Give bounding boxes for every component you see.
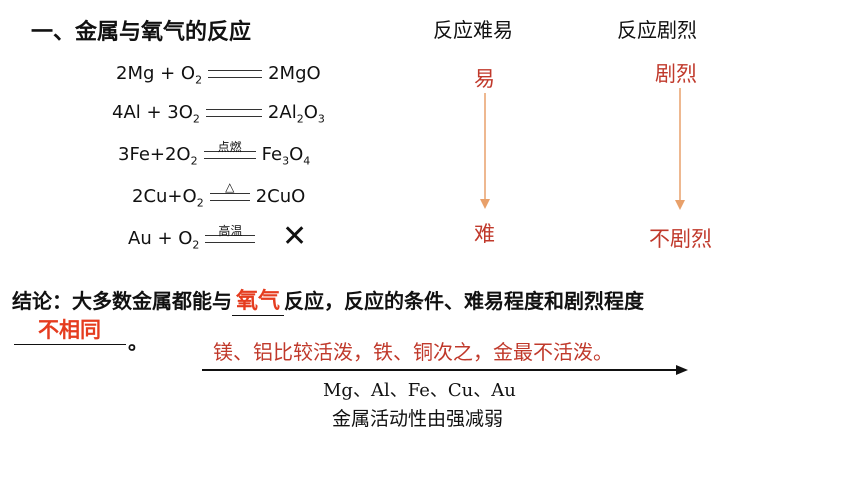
section-title: 一、金属与氧气的反应 — [31, 20, 252, 45]
reaction-mg: 2Mg + O2 2MgO — [116, 63, 321, 87]
metal-series: Mg、Al、Fe、Cu、Au — [323, 380, 516, 401]
answer-oxygen: 氧气 — [236, 289, 281, 314]
right-arrow-icon — [202, 365, 688, 375]
activity-trend: 金属活动性由强减弱 — [332, 408, 504, 430]
intensity-mild: 不剧烈 — [649, 227, 712, 251]
reaction-au: Au + O2 高温 — [128, 224, 261, 252]
condition-high-temp: 高温 — [218, 224, 243, 238]
products: Fe3O4 — [261, 144, 311, 168]
reaction-al: 4Al + 3O2 2Al2O3 — [112, 102, 325, 126]
conclusion-suffix: 。 — [128, 330, 148, 354]
reactants: 3Fe+2O2 — [118, 144, 198, 168]
reactants: 2Cu+O2 — [132, 186, 204, 210]
reactants: Au + O2 — [128, 228, 200, 252]
answer-blank-2 — [14, 344, 126, 345]
intensity-violent: 剧烈 — [655, 62, 697, 86]
condition-heat: △ — [225, 180, 235, 194]
conclusion-line: 结论：大多数金属都能与氧气反应，反应的条件、难易程度和剧烈程度 — [12, 283, 644, 316]
condition-ignite: 点燃 — [217, 140, 242, 154]
header-intensity: 反应剧烈 — [617, 18, 697, 42]
equals-sign: 高温 — [205, 224, 256, 243]
answer-different: 不相同 — [38, 318, 101, 342]
reactants: 4Al + 3O2 — [112, 102, 200, 126]
reactants: 2Mg + O2 — [116, 63, 203, 87]
conclusion-middle: 反应，反应的条件、难易程度和剧烈程度 — [284, 289, 645, 313]
answer-blank-1: 氧气 — [232, 283, 285, 316]
activity-summary: 镁、铝比较活泼，铁、铜次之，金最不活泼。 — [213, 340, 613, 364]
products: 2MgO — [268, 63, 321, 84]
header-difficulty: 反应难易 — [433, 18, 513, 42]
products: 2CuO — [255, 186, 306, 207]
conclusion-prefix: 结论：大多数金属都能与 — [12, 289, 232, 313]
no-reaction-cross-icon: ✕ — [282, 219, 308, 254]
equals-sign: △ — [209, 180, 250, 201]
equals-sign — [205, 109, 262, 117]
equals-sign: 点燃 — [203, 140, 256, 159]
reaction-cu: 2Cu+O2 △ 2CuO — [132, 180, 306, 210]
down-arrow-icon — [480, 93, 490, 209]
difficulty-hard: 难 — [474, 222, 495, 246]
down-arrow-icon — [675, 88, 685, 210]
difficulty-easy: 易 — [474, 67, 495, 91]
products: 2Al2O3 — [267, 102, 325, 126]
reaction-fe: 3Fe+2O2 点燃 Fe3O4 — [118, 140, 311, 168]
equals-sign — [208, 70, 263, 78]
